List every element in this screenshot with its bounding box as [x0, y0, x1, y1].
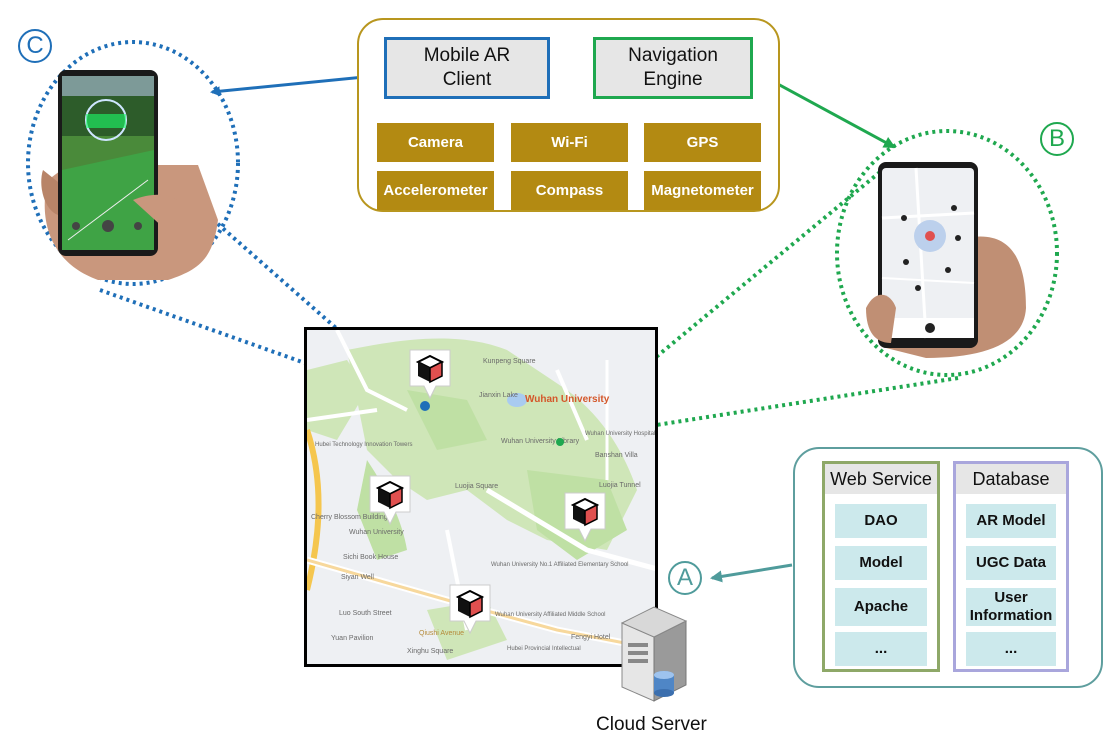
ar-cube-pin-4 — [449, 584, 491, 635]
map-place-qiushi: Qiushi Avenue — [419, 630, 465, 637]
map-place-sichi: Sichi Book House — [343, 554, 399, 561]
client-c-dotted-circle — [26, 40, 240, 286]
label-a: A — [668, 561, 702, 595]
map-place-hubei-tech: Hubei Technology Innovation Towers — [315, 442, 413, 448]
map-place-hubei-provincial: Hubei Provincial Intellectual — [507, 646, 581, 652]
navigation-location-dot — [556, 438, 564, 446]
hand-holding-phone-map — [866, 162, 1026, 358]
ar-cube-pin-3 — [564, 492, 606, 543]
map-place-jianxin: Jianxin Lake — [479, 392, 518, 399]
phone-b-illustration — [866, 158, 1031, 358]
sensor-magnetometer: Magnetometer — [644, 171, 761, 210]
mobile-ar-client-box: Mobile AR Client — [384, 37, 550, 99]
campus-map: Wuhan University Kunpeng Square Jianxin … — [304, 327, 658, 667]
map-place-hospital: Wuhan University Hospital — [585, 431, 656, 437]
map-markers — [420, 401, 564, 446]
map-place-wuhan-university: Wuhan University — [349, 529, 404, 536]
label-c: C — [18, 29, 52, 63]
map-place-elementary: Wuhan University No.1 Affiliated Element… — [491, 562, 629, 568]
map-place-xinghu: Xinghu Square — [407, 648, 454, 655]
web-service-more: ... — [835, 632, 927, 666]
database-more: ... — [966, 632, 1056, 666]
map-place-cherry: Cherry Blossom Building — [311, 514, 388, 521]
sensor-camera: Camera — [377, 123, 494, 162]
sensor-wifi: Wi-Fi — [511, 123, 628, 162]
navigation-engine-box: Navigation Engine — [593, 37, 753, 99]
sensor-compass: Compass — [511, 171, 628, 210]
server-tower-icon — [620, 606, 688, 702]
web-service-dao: DAO — [835, 504, 927, 538]
map-place-middle-school: Wuhan University Affiliated Middle Schoo… — [495, 612, 606, 618]
ar-cube-pin-1 — [409, 349, 451, 400]
ar-client-arrow — [210, 73, 385, 97]
sensor-gps: GPS — [644, 123, 761, 162]
map-place-luo-south: Luo South Street — [339, 610, 392, 617]
map-place-fengyi: Fengyi Hotel — [571, 634, 611, 641]
map-title: Wuhan University — [525, 394, 610, 405]
label-b: B — [1040, 122, 1074, 156]
client-b-dotted-circle — [835, 129, 1059, 377]
cloud-server-caption: Cloud Server — [596, 714, 707, 735]
server-arrow — [710, 563, 793, 583]
map-place-siyan: Siyan Well — [341, 574, 374, 581]
map-place-luojia: Luojia Square — [455, 483, 499, 490]
database-column: Database AR Model UGC Data User Informat… — [953, 461, 1069, 672]
map-place-yuan: Yuan Pavilion — [331, 635, 374, 642]
map-place-tunnel: Luojia Tunnel — [599, 482, 641, 489]
ar-cube-pin-2 — [369, 475, 411, 526]
map-place-banshan: Banshan Villa — [595, 452, 638, 459]
web-service-title: Web Service — [825, 464, 937, 494]
web-service-apache: Apache — [835, 588, 927, 626]
database-user-information: User Information — [966, 588, 1056, 626]
database-ar-model: AR Model — [966, 504, 1056, 538]
database-title: Database — [956, 464, 1066, 494]
server-icon — [612, 603, 692, 703]
map-place-kunpeng: Kunpeng Square — [483, 358, 536, 365]
web-service-model: Model — [835, 546, 927, 580]
sensor-accelerometer: Accelerometer — [377, 171, 494, 210]
ar-pin-layer — [369, 349, 606, 635]
phone-c-illustration — [38, 70, 238, 282]
database-ugc-data: UGC Data — [966, 546, 1056, 580]
c-dotted-link-lower — [99, 288, 421, 406]
map-place-library: Wuhan University Library — [501, 438, 580, 445]
web-service-column: Web Service DAO Model Apache ... — [822, 461, 940, 672]
ar-location-dot — [420, 401, 430, 411]
hand-holding-phone-ar — [41, 70, 218, 280]
